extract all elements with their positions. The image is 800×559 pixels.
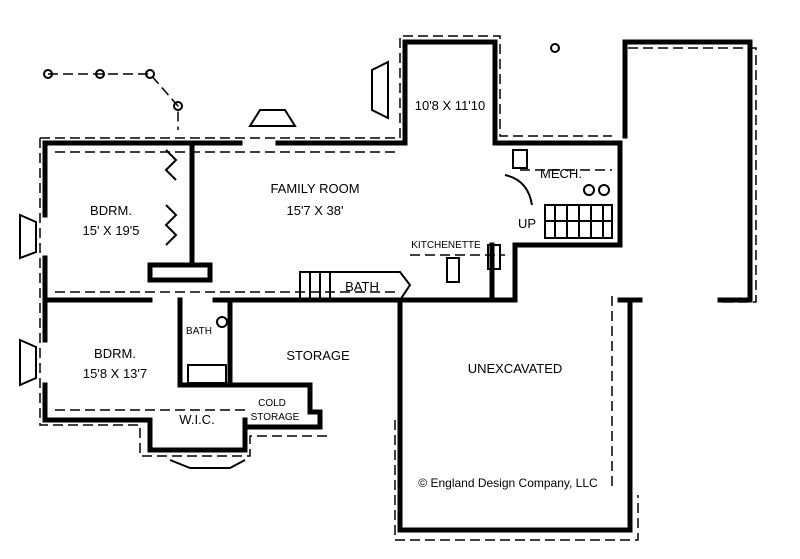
small-bath-label: BATH — [186, 326, 212, 337]
cold-storage-label-line1: COLD — [258, 398, 286, 409]
storage-label: STORAGE — [286, 348, 350, 363]
copyright-text: © England Design Company, LLC — [418, 476, 598, 490]
stairs-up-label: UP — [518, 216, 536, 231]
family-room-size: 15'7 X 38' — [286, 203, 343, 218]
bedroom1-label: BDRM. — [90, 203, 132, 218]
bedroom1-size: 15' X 19'5 — [82, 223, 139, 238]
mech-label: MECH. — [540, 166, 582, 181]
wic-label: W.I.C. — [179, 412, 214, 427]
walls — [42, 39, 753, 533]
fixtures — [19, 60, 613, 469]
room-size-label: 10'8 X 11'10 — [415, 98, 486, 113]
unexcavated-label: UNEXCAVATED — [468, 361, 563, 376]
bath-label: BATH — [345, 279, 379, 294]
cold-storage-label-line2: STORAGE — [251, 412, 300, 423]
family-room-label: FAMILY ROOM — [270, 181, 359, 196]
bedroom2-label: BDRM. — [94, 346, 136, 361]
kitchenette-label: KITCHENETTE — [411, 240, 481, 251]
columns — [43, 43, 560, 111]
dashed-outlines — [39, 35, 757, 541]
bedroom2-size: 15'8 X 13'7 — [83, 366, 147, 381]
